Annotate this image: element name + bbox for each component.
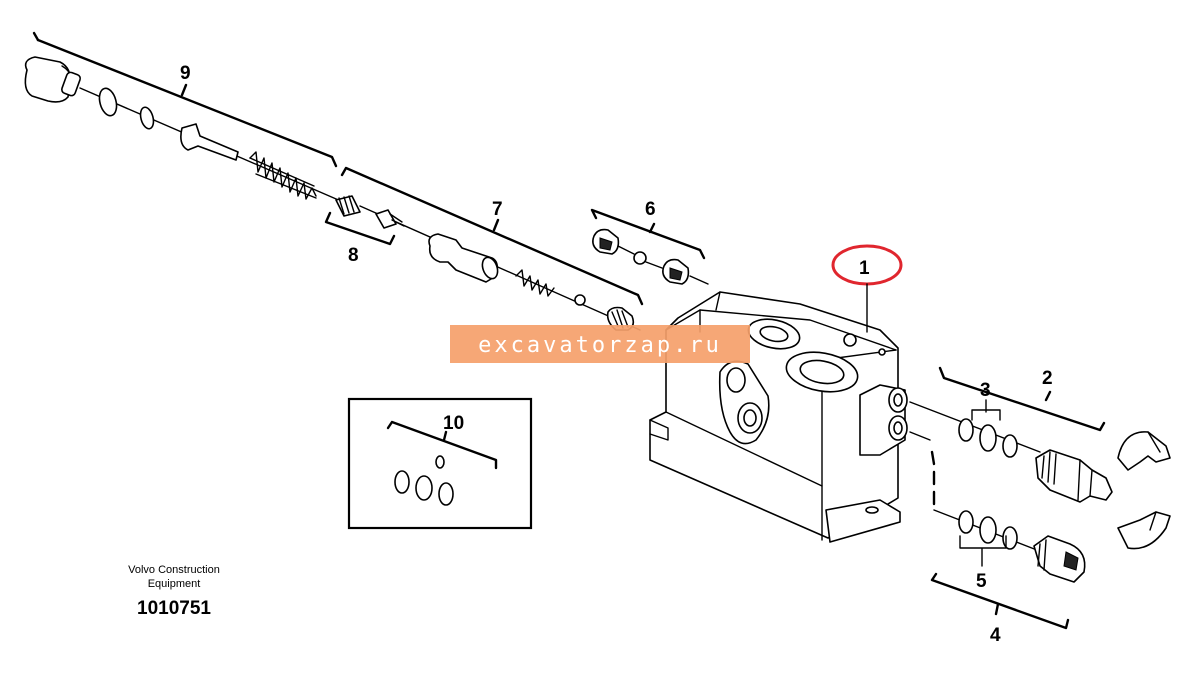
callout-1: 1 bbox=[859, 258, 870, 279]
callout-2: 2 bbox=[1042, 368, 1053, 389]
valve-housing bbox=[649, 291, 908, 543]
manufacturer-caption-line2: Equipment bbox=[148, 578, 201, 590]
callout-9: 9 bbox=[180, 63, 191, 84]
part-8-assembly bbox=[324, 195, 396, 246]
part-2-3-assembly bbox=[909, 366, 1171, 503]
part-4-5-assembly bbox=[909, 431, 1171, 630]
callout-6: 6 bbox=[645, 199, 656, 220]
callout-8: 8 bbox=[348, 245, 359, 266]
part-7-assembly bbox=[340, 166, 644, 331]
manufacturer-caption-line1: Volvo Construction bbox=[128, 564, 220, 576]
callout-7: 7 bbox=[492, 199, 503, 220]
watermark-text: excavatorzap.ru bbox=[478, 333, 722, 358]
watermark: excavatorzap.ru bbox=[450, 325, 750, 363]
callout-4: 4 bbox=[990, 625, 1001, 646]
part-10-inset bbox=[347, 397, 533, 530]
part-6-assembly bbox=[590, 208, 709, 285]
drawing-number: 1010751 bbox=[137, 598, 211, 619]
part-9-assembly bbox=[24, 31, 351, 206]
callout-3: 3 bbox=[980, 380, 991, 401]
callout-10: 10 bbox=[443, 413, 464, 434]
callout-5: 5 bbox=[976, 571, 987, 592]
